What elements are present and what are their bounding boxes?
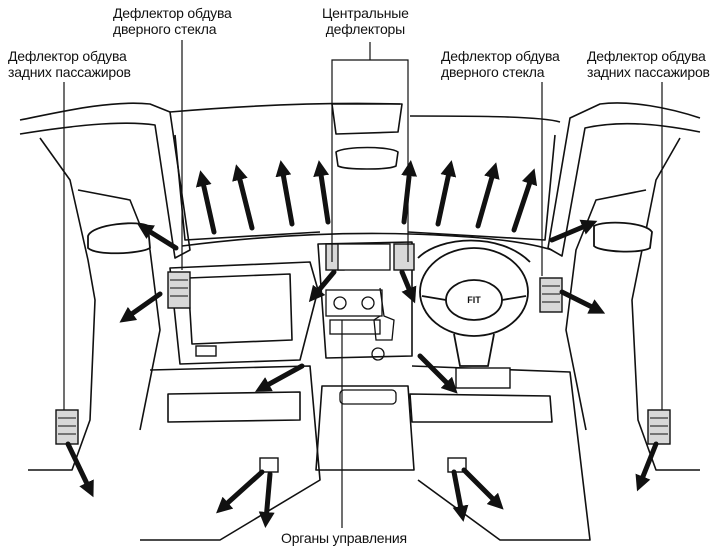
label-controls: Органы управления — [281, 530, 407, 546]
arrow-door-right — [549, 219, 598, 243]
arrow-wind-8 — [511, 168, 538, 233]
pedal-right — [447, 457, 467, 473]
ignition-knob — [371, 347, 385, 361]
vent-grilles — [55, 243, 671, 445]
pedals — [195, 345, 511, 473]
label-door-glass-right-line1: Дефлектор обдува — [441, 48, 560, 64]
arrow-rear-left — [65, 441, 94, 498]
arrow-center-right — [399, 269, 417, 304]
dash-badge: FIT — [467, 295, 481, 305]
audio-panel — [329, 319, 381, 335]
gear-lever — [373, 287, 395, 341]
arrow-feet-left-2 — [258, 471, 275, 528]
arrow-vent-right — [559, 289, 606, 314]
rearview-mirror — [335, 146, 399, 170]
sun-visor-center — [331, 103, 403, 135]
label-door-glass-right: Дефлектор обдува дверного стекла — [441, 48, 560, 80]
navigation-screen — [337, 243, 391, 271]
left-a-pillar — [19, 102, 191, 259]
arrow-wind-1 — [195, 170, 217, 235]
glovebox — [187, 273, 293, 345]
windshield-right — [407, 134, 556, 241]
right-door — [631, 137, 700, 471]
rear-vent-right — [647, 409, 671, 445]
arrow-floor-left — [254, 363, 305, 392]
side-mirrors — [87, 221, 653, 255]
label-central-vents: Центральные дефлекторы — [322, 5, 409, 37]
label-rear-passengers-right-line2: задних пассажиров — [587, 64, 710, 80]
steering-spoke-left — [421, 295, 447, 301]
vent-slats — [58, 279, 668, 435]
arrow-vent-left — [119, 291, 163, 323]
label-rear-passengers-left-line1: Дефлектор обдува — [8, 48, 127, 64]
label-door-glass-left-line2: дверного стекла — [113, 21, 217, 37]
dashboard-face — [169, 261, 319, 365]
label-door-glass-left-line1: Дефлектор обдува — [113, 5, 232, 21]
arrow-wind-3 — [275, 160, 295, 227]
right-door-inner — [565, 189, 647, 431]
arrow-feet-right-1 — [451, 469, 469, 522]
left-side-mirror — [87, 222, 151, 255]
steering-area — [417, 239, 531, 367]
center-stack-details — [325, 243, 397, 405]
label-door-glass-right-line2: дверного стекла — [441, 64, 545, 80]
arrow-wind-6 — [435, 160, 457, 227]
label-rear-passengers-left-line2: задних пассажиров — [8, 64, 131, 80]
cabin-outline — [19, 102, 701, 541]
left-floor — [140, 365, 321, 541]
steering-column — [453, 333, 495, 367]
center-stack — [317, 241, 413, 359]
right-floor-box — [455, 367, 511, 389]
glovebox-latch — [195, 345, 217, 357]
label-central-vents-line2: дефлекторы — [325, 21, 405, 37]
cup-holders — [339, 389, 397, 405]
right-door-vent — [539, 277, 563, 313]
dashboard-top — [181, 232, 553, 251]
dial-right — [361, 296, 375, 310]
center-vent-right — [393, 243, 415, 271]
rear-vent-left — [55, 409, 79, 445]
airflow-arrows — [65, 160, 659, 528]
left-door-inner — [77, 189, 161, 431]
label-rear-passengers-right: Дефлектор обдува задних пассажиров — [587, 48, 710, 80]
left-door-vent — [167, 271, 191, 309]
left-door — [28, 137, 96, 471]
right-side-mirror — [593, 221, 653, 253]
dial-left — [333, 296, 347, 310]
steering-spoke-right — [501, 295, 527, 301]
arrow-floor-right — [417, 353, 458, 394]
center-console — [315, 385, 415, 471]
arrow-wind-2 — [232, 164, 255, 231]
arrow-wind-4 — [313, 160, 331, 225]
arrow-door-left — [137, 223, 179, 251]
right-floor — [411, 365, 591, 541]
label-door-glass-left: Дефлектор обдува дверного стекла — [113, 5, 232, 37]
instrument-cluster — [417, 239, 531, 263]
arrow-feet-left-1 — [216, 469, 265, 514]
roof-right — [409, 115, 561, 123]
arrow-feet-right-2 — [461, 467, 504, 510]
steering-wheel — [419, 247, 529, 337]
right-seat-base — [409, 393, 553, 423]
arrow-rear-right — [635, 441, 659, 492]
label-rear-passengers-left: Дефлектор обдува задних пассажиров — [8, 48, 131, 80]
label-central-vents-line1: Центральные — [322, 5, 409, 21]
left-seat-base — [167, 391, 301, 423]
label-rear-passengers-right-line1: Дефлектор обдува — [587, 48, 706, 64]
arrow-center-left — [308, 269, 337, 303]
windshield-left — [174, 134, 321, 241]
arrow-wind-5 — [401, 160, 418, 225]
arrow-wind-7 — [475, 162, 500, 229]
leader-lines — [63, 40, 663, 528]
